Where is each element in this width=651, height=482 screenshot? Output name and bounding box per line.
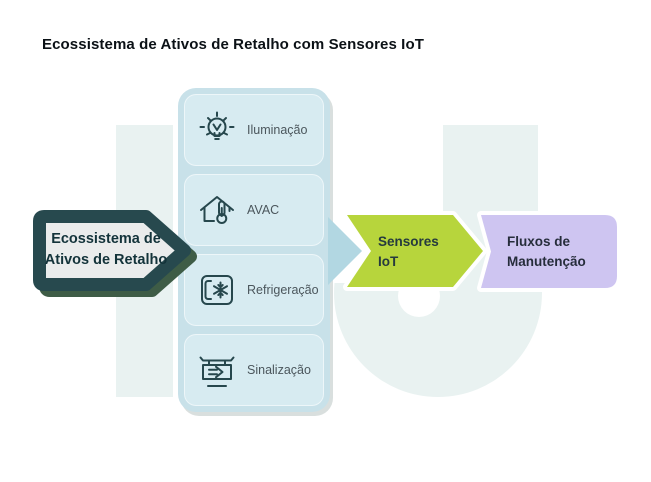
asset-card-label: Refrigeração bbox=[247, 283, 319, 297]
asset-card-avac: AVAC bbox=[184, 174, 324, 246]
diagram-title: Ecossistema de Ativos de Retalho com Sen… bbox=[42, 36, 424, 53]
freezer-snowflake-icon bbox=[195, 268, 239, 312]
asset-card-label: AVAC bbox=[247, 203, 280, 217]
asset-card-sinalizacao: Sinalização bbox=[184, 334, 324, 406]
sensor-node-label: Sensores IoT bbox=[378, 232, 478, 271]
lightbulb-icon bbox=[195, 108, 239, 152]
house-thermometer-icon bbox=[195, 188, 239, 232]
hanging-sign-arrow-icon bbox=[195, 348, 239, 392]
sensor-node-label-line1: Sensores bbox=[378, 234, 439, 249]
asset-card-label: Iluminação bbox=[247, 123, 308, 137]
source-node-label: Ecossistema de Ativos de Retalho bbox=[40, 229, 172, 270]
asset-card-label: Sinalização bbox=[247, 363, 311, 377]
output-node-label-line2: Manutenção bbox=[507, 253, 586, 269]
backdrop-letter-counter-hole bbox=[398, 275, 440, 317]
output-node-label-line1: Fluxos de bbox=[507, 234, 571, 249]
source-node-label-line1: Ecossistema de bbox=[51, 231, 161, 247]
output-node-label: Fluxos de Manutenção bbox=[507, 232, 615, 271]
source-node-label-line2: Ativos de Retalho bbox=[44, 251, 168, 268]
asset-card-group: Iluminação AVAC bbox=[178, 88, 330, 412]
asset-card-iluminacao: Iluminação bbox=[184, 94, 324, 166]
asset-card-refrigeracao: Refrigeração bbox=[184, 254, 324, 326]
sensor-node-label-line2: IoT bbox=[378, 253, 399, 269]
